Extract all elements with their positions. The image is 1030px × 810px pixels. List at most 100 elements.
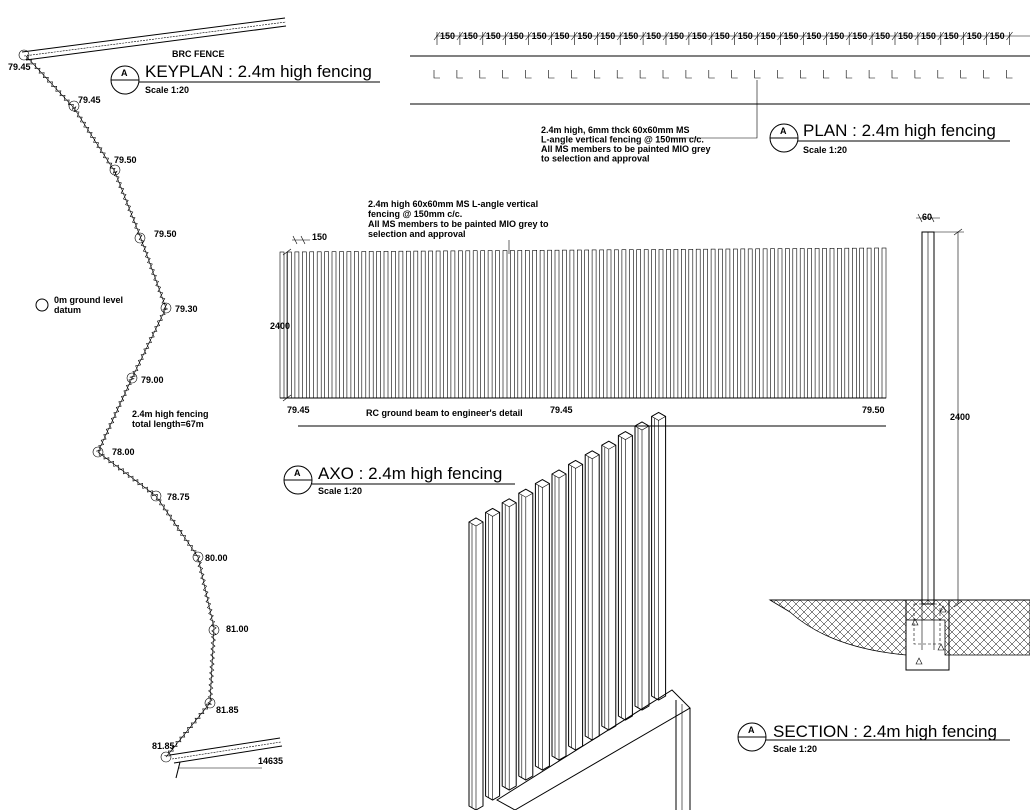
elevation-bar	[851, 247, 857, 399]
elevation-bar	[502, 250, 508, 399]
plan-l-angle	[1006, 70, 1013, 79]
section-title-block: A SECTION : 2.4m high fencing Scale 1:20	[737, 722, 1010, 754]
plan-spacing-label: 150	[761, 31, 776, 41]
elevation-bar	[398, 250, 404, 399]
level-value: 79.50	[114, 155, 137, 165]
plan-scale: Scale 1:20	[803, 145, 847, 155]
elevation-bar	[539, 250, 545, 399]
elevation-drawing: 2.4m high 60x60mm MS L-angle verticalfen…	[270, 199, 887, 427]
elevation-bar	[584, 249, 590, 399]
plan-bubble-letter: A	[780, 126, 787, 136]
level-marker	[126, 372, 138, 384]
elevation-bar	[435, 250, 441, 399]
plan-note-line: All MS members to be painted MIO grey	[541, 144, 711, 154]
plan-l-angle	[845, 70, 853, 79]
axo-post	[518, 488, 534, 781]
elevation-bar	[814, 248, 820, 399]
plan-spacing-label: 150	[738, 31, 753, 41]
level-marker	[208, 624, 220, 636]
plan-spacing-label: 150	[898, 31, 913, 41]
datum-label-1: 0m ground level	[54, 295, 123, 305]
axo-post	[485, 507, 501, 801]
fence-zigzag	[26, 54, 217, 757]
plan-note-line: to selection and approval	[541, 154, 650, 164]
level-marker	[160, 302, 172, 314]
elevation-bar	[837, 248, 842, 399]
elevation-bar	[866, 247, 872, 399]
elevation-bar	[680, 249, 686, 399]
elevation-bar	[480, 250, 486, 399]
plan-l-angle	[639, 70, 647, 79]
elevation-bar	[792, 248, 798, 399]
plan-note: 2.4m high, 6mm thck 60x60mm MSL-angle ve…	[541, 125, 711, 164]
plan-l-angle	[891, 70, 898, 79]
elevation-bar	[450, 250, 456, 399]
keyplan-drawing: 79.4579.4579.5079.5079.3079.0078.0078.75…	[8, 17, 287, 779]
elevation-bar	[316, 251, 322, 399]
elevation-bar	[420, 250, 426, 399]
elevation-bar	[822, 248, 827, 399]
axo-post	[651, 411, 667, 701]
elevation-bar	[361, 251, 367, 399]
elevation-bar	[733, 248, 738, 399]
axo-bubble-letter: A	[294, 468, 301, 478]
plan-l-angle	[983, 70, 990, 79]
level-value: 79.45	[8, 62, 31, 72]
plan-spacing-label: 150	[852, 31, 867, 41]
elevation-bar	[621, 249, 627, 399]
elevation-bar	[339, 251, 344, 399]
elevation-bar	[458, 250, 463, 399]
beam-label: RC ground beam to engineer's detail	[366, 408, 523, 418]
elevation-bar	[844, 247, 850, 399]
level-value: 79.00	[141, 375, 164, 385]
level-value: 79.50	[154, 229, 177, 239]
elevation-bar	[874, 247, 879, 399]
elevation-note-line: All MS members to be painted MIO grey to	[368, 219, 549, 229]
plan-l-angle	[502, 70, 509, 79]
elevation-bar	[703, 248, 708, 399]
plan-title-block: A PLAN : 2.4m high fencing Scale 1:20	[769, 121, 1010, 155]
plan-spacing-label: 150	[944, 31, 959, 41]
elevation-bar	[755, 248, 761, 399]
plan-l-angle	[754, 70, 761, 79]
level-markers: 79.4579.4579.5079.5079.3079.0078.0078.75…	[8, 49, 249, 763]
level-value: 78.00	[112, 447, 135, 457]
plan-leader	[670, 80, 758, 139]
plan-l-angle	[662, 70, 669, 79]
elevation-bar	[368, 251, 374, 399]
elevation-bar	[428, 250, 433, 399]
plan-spacing-label: 150	[463, 31, 478, 41]
level-value: 81.00	[226, 624, 249, 634]
level-marker	[150, 490, 162, 502]
plan-l-angle	[800, 70, 807, 79]
plan-l-angle	[456, 70, 463, 79]
elevation-bar	[658, 249, 664, 399]
keyplan-title: KEYPLAN : 2.4m high fencing	[145, 62, 372, 81]
elevation-bar	[309, 251, 315, 399]
elevation-note-line: 2.4m high 60x60mm MS L-angle vertical	[368, 199, 538, 209]
end-dimension: 14635	[258, 756, 283, 766]
level-marker	[192, 551, 204, 563]
level-mid: 79.45	[550, 405, 573, 415]
elevation-bar	[576, 249, 582, 399]
plan-l-angle	[616, 70, 624, 79]
keyplan-title-block: A KEYPLAN : 2.4m high fencing Scale 1:20	[110, 62, 380, 95]
level-value: 78.75	[167, 492, 190, 502]
elevation-bar	[740, 248, 746, 399]
level-value: 81.85	[216, 705, 239, 715]
axo-post	[634, 421, 650, 711]
level-marker	[109, 164, 121, 176]
elevation-bar	[346, 251, 352, 399]
axo-posts	[468, 411, 667, 810]
plan-l-angle	[914, 70, 921, 79]
plan-l-angle	[433, 70, 440, 79]
datum-label-2: datum	[54, 305, 81, 315]
level-marker	[68, 100, 80, 112]
elevation-spacing-label: 150	[312, 232, 327, 242]
elevation-bar	[569, 249, 575, 399]
elevation-bar	[510, 250, 515, 399]
level-marker	[204, 697, 216, 709]
plan-l-angle	[479, 70, 486, 79]
elevation-bar	[554, 249, 560, 399]
axo-scale: Scale 1:20	[318, 486, 362, 496]
